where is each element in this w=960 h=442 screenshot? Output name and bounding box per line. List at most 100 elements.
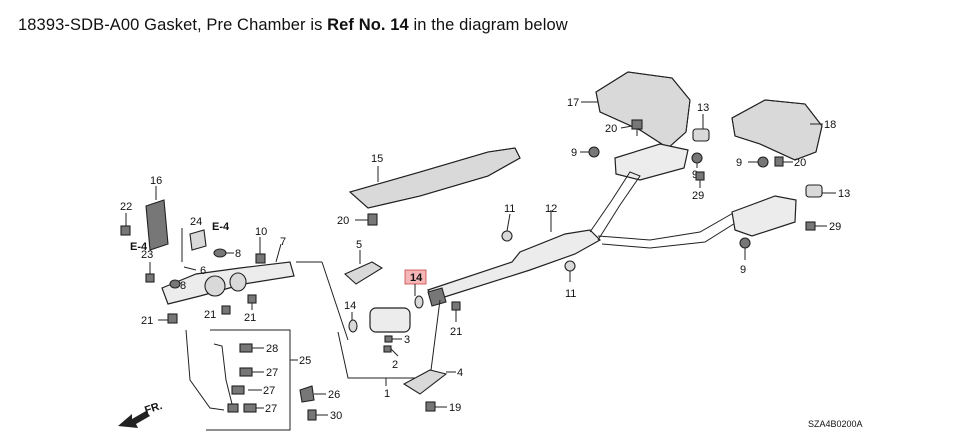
callout-5: 5 xyxy=(356,239,362,251)
flange-pre-chamber[interactable] xyxy=(427,287,447,307)
callout-27a: 27 xyxy=(266,367,278,379)
o2-sensor-25[interactable] xyxy=(213,343,239,413)
heat-shield-18[interactable] xyxy=(731,99,823,161)
callout-17: 17 xyxy=(567,97,579,109)
callout-24: 24 xyxy=(190,216,202,228)
callout-20-right: 20 xyxy=(794,157,806,169)
callout-10: 10 xyxy=(255,226,267,238)
nut-8-top[interactable] xyxy=(213,248,227,258)
heat-shield-17[interactable] xyxy=(595,71,691,149)
callout-26: 26 xyxy=(328,389,340,401)
bolt-30[interactable] xyxy=(307,409,317,421)
callout-13-top: 13 xyxy=(697,102,709,114)
callout-23: 23 xyxy=(141,249,153,261)
callout-11a: 11 xyxy=(504,203,515,215)
ref-e4-left: E-4 xyxy=(130,241,148,253)
front-direction-arrow: FR. xyxy=(118,400,164,428)
nut-21-left[interactable] xyxy=(167,313,178,324)
callout-29-mid: 29 xyxy=(692,190,704,202)
clamp-9c[interactable] xyxy=(757,156,769,168)
muffler-main[interactable] xyxy=(614,143,689,181)
callout-27c: 27 xyxy=(265,403,277,415)
clamp-9a[interactable] xyxy=(588,146,600,158)
callout-4: 4 xyxy=(457,367,463,379)
callout-2: 2 xyxy=(392,359,398,371)
pre-chamber-2[interactable] xyxy=(369,307,411,333)
bolt-20-right[interactable] xyxy=(774,156,784,167)
callout-1: 1 xyxy=(384,388,390,400)
part-number: 18393-SDB-A00 xyxy=(18,16,140,34)
stud-3[interactable] xyxy=(384,335,393,343)
hanger-11a[interactable] xyxy=(501,230,513,242)
bolt-20-top[interactable] xyxy=(631,119,643,136)
bolt-29-mid[interactable] xyxy=(695,171,705,181)
callout-8-left: 8 xyxy=(180,280,186,292)
callout-6: 6 xyxy=(200,265,206,277)
bracket-26[interactable] xyxy=(299,385,315,403)
callout-14-front: 14 xyxy=(344,300,356,312)
bolt-29-right[interactable] xyxy=(805,221,816,231)
bolt-10[interactable] xyxy=(255,253,266,264)
callout-19: 19 xyxy=(449,402,461,414)
clamp-9d[interactable] xyxy=(739,237,751,249)
heat-shield-4[interactable] xyxy=(402,369,448,395)
is-text: is xyxy=(310,16,323,34)
callout-27b: 27 xyxy=(263,385,275,397)
clip-28[interactable] xyxy=(239,343,253,353)
callout-15: 15 xyxy=(371,153,383,165)
bolt-23[interactable] xyxy=(145,273,155,283)
heat-shield-15[interactable] xyxy=(348,147,521,209)
muffler-right[interactable] xyxy=(731,195,797,237)
callout-22: 22 xyxy=(120,201,132,213)
callout-9b: 9 xyxy=(692,169,698,181)
callout-21-mid: 21 xyxy=(450,326,462,338)
callout-9a: 9 xyxy=(571,147,577,159)
diagram-code: SZA4B0200A xyxy=(808,419,863,429)
callout-20-left: 20 xyxy=(337,215,349,227)
callout-13-right: 13 xyxy=(838,188,850,200)
callout-18: 18 xyxy=(824,119,836,131)
callout-28: 28 xyxy=(266,343,278,355)
callout-25: 25 xyxy=(299,355,311,367)
heat-shield-5[interactable] xyxy=(344,261,384,285)
hanger-13-top[interactable] xyxy=(692,128,710,142)
callout-8-top: 8 xyxy=(235,248,241,260)
callout-21-center: 21 xyxy=(204,309,216,321)
gasket-pre-chamber-14[interactable] xyxy=(414,295,424,309)
callout-16: 16 xyxy=(150,175,162,187)
clamp-9b[interactable] xyxy=(691,152,703,164)
gasket-14-front[interactable] xyxy=(348,319,358,333)
callout-30: 30 xyxy=(330,410,342,422)
nut-21-b[interactable] xyxy=(247,294,257,304)
part-name: Gasket, Pre Chamber xyxy=(144,16,306,34)
hanger-13-right[interactable] xyxy=(805,184,823,198)
front-pipe-7[interactable] xyxy=(161,261,295,305)
callout-29-right: 29 xyxy=(829,221,841,233)
bracket-16[interactable] xyxy=(145,199,169,251)
clip-27a[interactable] xyxy=(239,367,253,377)
ref-e4-top: E-4 xyxy=(212,221,230,233)
callout-3: 3 xyxy=(404,334,410,346)
callout-14-highlight: 14 xyxy=(410,272,423,284)
bolt-20-left[interactable] xyxy=(367,213,378,226)
clip-27c[interactable] xyxy=(243,403,257,413)
callout-9c: 9 xyxy=(736,157,742,169)
header-caption: 18393-SDB-A00 Gasket, Pre Chamber is Ref… xyxy=(18,16,568,35)
nut-21-center[interactable] xyxy=(221,305,231,315)
hanger-11b[interactable] xyxy=(564,260,576,272)
nut-22[interactable] xyxy=(120,225,131,236)
nut-8-left[interactable] xyxy=(169,279,181,289)
nut-19[interactable] xyxy=(425,401,436,412)
callout-11b: 11 xyxy=(565,288,576,300)
callout-12: 12 xyxy=(545,203,557,215)
callout-21-b: 21 xyxy=(244,312,256,324)
ref-number: Ref No. 14 xyxy=(327,16,409,34)
nut-21-mid[interactable] xyxy=(451,301,461,311)
callout-9d: 9 xyxy=(740,264,746,276)
tail-text: in the diagram below xyxy=(413,16,568,34)
bracket-24[interactable] xyxy=(189,229,207,251)
stud-2[interactable] xyxy=(383,345,392,353)
callout-7: 7 xyxy=(280,236,286,248)
clip-27b[interactable] xyxy=(231,385,245,395)
